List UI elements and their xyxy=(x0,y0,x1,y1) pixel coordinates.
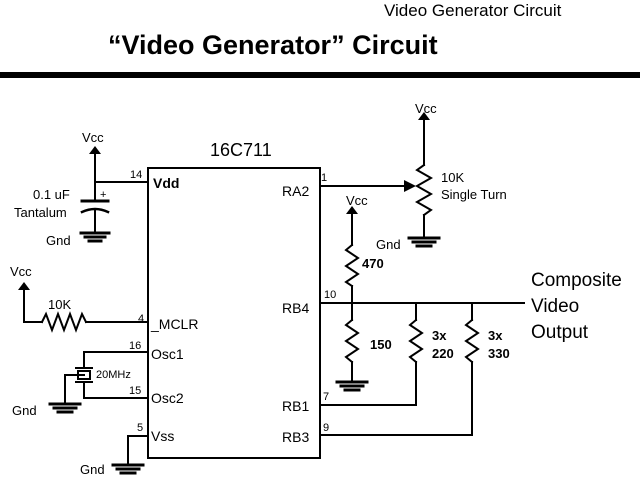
gnd-label-crystal: Gnd xyxy=(12,403,37,418)
crystal-frequency: 20MHz xyxy=(96,369,131,381)
r150-value: 150 xyxy=(370,337,392,352)
output-label-line2: Video xyxy=(531,296,580,317)
vcc-label-470: Vcc xyxy=(346,193,368,208)
pin-name-osc1: Osc1 xyxy=(151,346,184,362)
pin-name-mclr: _MCLR xyxy=(151,316,199,332)
pin-number-rb3: 9 xyxy=(323,422,330,434)
page-title: “Video Generator” Circuit xyxy=(108,30,438,60)
pin-number-osc2: 15 xyxy=(129,385,142,397)
r330-value: 330 xyxy=(488,346,510,361)
pin-name-rb1: RB1 xyxy=(282,398,310,414)
chip-part-number: 16C711 xyxy=(210,140,272,160)
r220-net xyxy=(319,302,424,406)
gnd-label-cap: Gnd xyxy=(46,233,71,248)
capacitor-type: Tantalum xyxy=(14,205,67,220)
pin-number-mclr: 4 xyxy=(138,313,145,325)
r330-count: 3x xyxy=(488,328,503,343)
pin-number-rb1: 7 xyxy=(323,391,330,403)
pin-number-osc1: 16 xyxy=(129,340,142,352)
output-label-line3: Output xyxy=(531,322,589,343)
vcc-label-mclr: Vcc xyxy=(10,264,32,279)
vdd-supply-net xyxy=(80,146,149,234)
pin-name-rb3: RB3 xyxy=(282,429,310,445)
capacitor-plus-sign: + xyxy=(100,189,107,201)
pin-number-vdd: 14 xyxy=(130,169,143,181)
potentiometer-net xyxy=(319,112,434,239)
pot-value: 10K xyxy=(441,170,465,185)
ground-symbol-vss xyxy=(111,463,145,475)
title-divider xyxy=(0,72,640,78)
ground-symbol-pot xyxy=(407,236,441,248)
ground-symbol-cap xyxy=(79,231,111,243)
pin-number-vss: 5 xyxy=(137,422,144,434)
pin-name-rb4: RB4 xyxy=(282,300,310,316)
crystal-net xyxy=(64,351,149,405)
ground-symbol-150 xyxy=(335,380,369,392)
pin-name-vdd: Vdd xyxy=(153,175,180,191)
vss-net xyxy=(127,435,149,466)
pin-name-osc2: Osc2 xyxy=(151,390,184,406)
r470-net xyxy=(344,206,360,304)
r150-net xyxy=(344,302,360,383)
pin-name-vss: Vss xyxy=(151,428,175,444)
output-label-line1: Composite xyxy=(531,270,622,291)
r220-value: 220 xyxy=(432,346,454,361)
vcc-label-top: Vcc xyxy=(82,130,104,145)
mclr-net xyxy=(18,282,149,333)
pot-type: Single Turn xyxy=(441,187,507,202)
capacitor-value: 0.1 uF xyxy=(33,187,70,202)
r330-net xyxy=(319,302,480,436)
vcc-label-pot: Vcc xyxy=(415,101,437,116)
ic-body xyxy=(147,167,321,459)
pin-number-ra2: 1 xyxy=(321,172,328,184)
r220-count: 3x xyxy=(432,328,447,343)
mclr-resistor-value: 10K xyxy=(48,297,72,312)
r470-value: 470 xyxy=(362,256,384,271)
gnd-label-pot: Gnd xyxy=(376,237,401,252)
pin-name-ra2: RA2 xyxy=(282,183,310,199)
ground-symbol-crystal xyxy=(48,402,82,414)
header-small-title: Video Generator Circuit xyxy=(384,1,562,20)
pin-number-rb4: 10 xyxy=(324,289,337,301)
gnd-label-vss: Gnd xyxy=(80,462,105,477)
